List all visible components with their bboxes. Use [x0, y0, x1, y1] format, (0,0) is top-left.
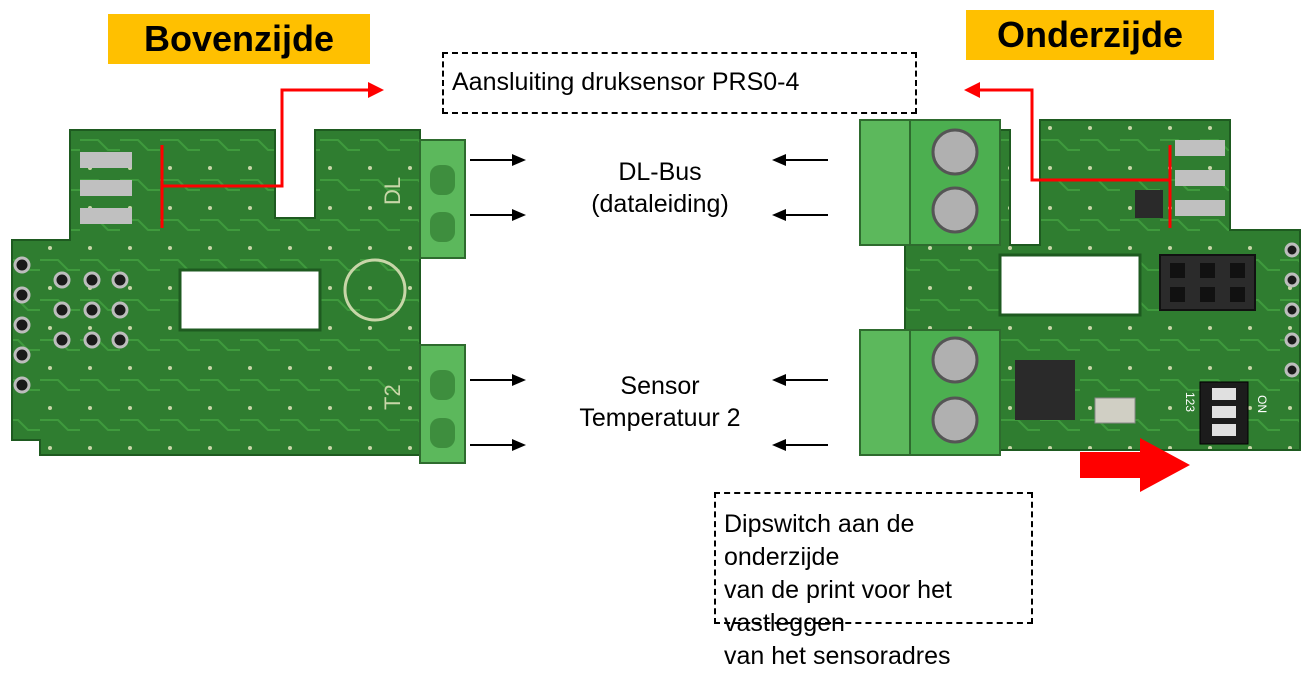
pcb-cutout — [178, 268, 322, 332]
top-terminal-dl-label: DL — [380, 177, 405, 205]
crystal — [1094, 397, 1136, 424]
top-side-pcb: DL T2 — [11, 129, 466, 464]
dipswitch-note-line3: van het sensoradres — [724, 642, 951, 670]
logo-mark — [343, 258, 407, 322]
pressure-chip — [1135, 190, 1163, 218]
dl-bus-line1: DL-Bus — [618, 158, 702, 186]
sensor-line1: Sensor — [620, 372, 700, 400]
dl-bus-line2: (dataleiding) — [591, 190, 729, 218]
dipswitch-note-line1: Dipswitch aan de onderzijde — [724, 510, 915, 571]
pin-holes — [1284, 242, 1300, 378]
connection-arrows — [470, 154, 828, 451]
dip-on-label: ON — [1255, 395, 1269, 413]
sensor-line2: Temperatuur 2 — [579, 404, 741, 432]
dipswitch-arrow — [1080, 438, 1190, 492]
bottom-terminal-block — [859, 119, 1001, 456]
pcb-cutout — [998, 253, 1142, 317]
bottom-side-pcb: ON 123 — [859, 119, 1301, 456]
gold-pads — [1175, 140, 1225, 216]
dl-bus-label: DL-Bus (dataleiding) — [540, 156, 780, 220]
pin-holes — [13, 256, 129, 394]
top-terminal-block — [419, 139, 466, 464]
top-terminal-t2-label: T2 — [380, 384, 405, 410]
pressure-connection-callout — [160, 82, 1172, 228]
pin-header — [1159, 254, 1256, 311]
pressure-sensor-label: Aansluiting druksensor PRS0-4 — [442, 52, 917, 114]
bottom-side-title: Onderzijde — [966, 10, 1214, 60]
pcb-diagram: DL T2 ON 123 — [11, 82, 1301, 492]
microcontroller-chip — [1015, 360, 1075, 420]
gold-pads — [80, 152, 132, 224]
dipswitch: ON 123 — [1183, 381, 1269, 445]
dipswitch-note: Dipswitch aan de onderzijde van de print… — [714, 492, 1033, 670]
sensor-label: Sensor Temperatuur 2 — [520, 370, 800, 434]
dip-number-label: 123 — [1183, 392, 1197, 412]
dipswitch-note-line2: van de print voor het vastleggen — [724, 576, 952, 637]
top-side-title: Bovenzijde — [108, 14, 370, 64]
